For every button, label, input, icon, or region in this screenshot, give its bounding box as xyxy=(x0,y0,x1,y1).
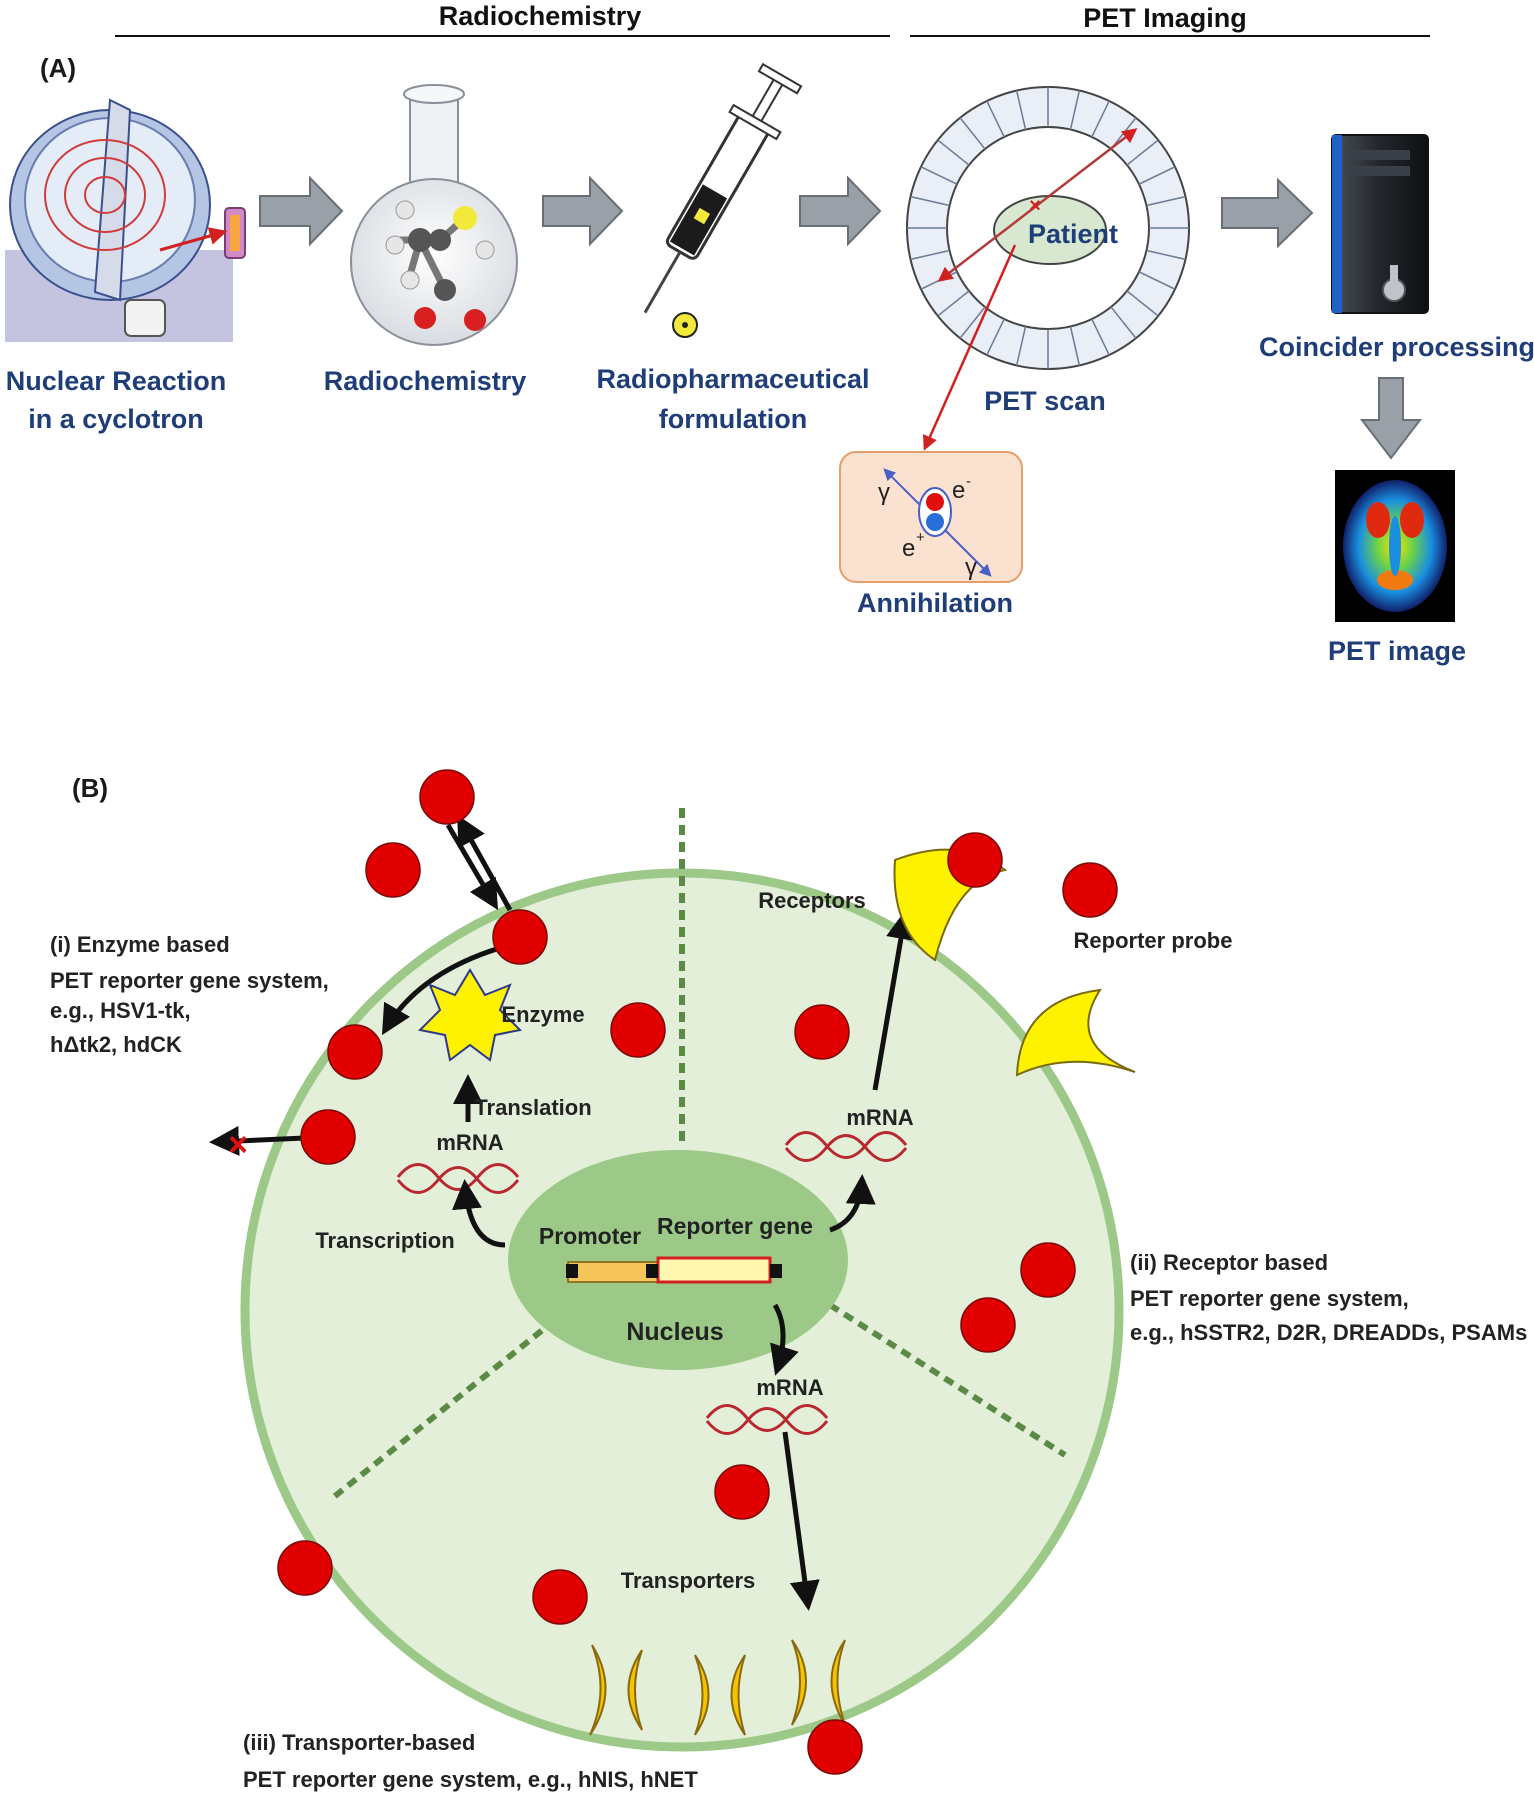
coincider-processing-label: Coincider processing xyxy=(1259,332,1534,362)
mrna-label-receptor: mRNA xyxy=(846,1105,913,1130)
flow-arrow-3 xyxy=(799,175,882,247)
detector-segment-divider xyxy=(1146,195,1186,207)
blocked-efflux-x: × xyxy=(228,1126,248,1164)
transcription-label: Transcription xyxy=(315,1228,454,1253)
step-radiochemistry-label: Radiochemistry xyxy=(324,366,527,396)
syringe-illustration xyxy=(643,62,803,314)
positron-label: e xyxy=(902,535,915,562)
gamma-label-2: γ xyxy=(965,554,977,581)
transporter-system-line2: PET reporter gene system, e.g., hNIS, hN… xyxy=(243,1767,698,1792)
header-radiochemistry: Radiochemistry xyxy=(439,1,642,31)
translation-label: Translation xyxy=(474,1095,591,1120)
patient-label: Patient xyxy=(1028,219,1118,249)
detector-segment-divider xyxy=(1146,249,1186,261)
detector-segment-divider xyxy=(1138,271,1176,290)
enzyme-system-line3: e.g., HSV1-tk, xyxy=(50,998,191,1023)
detector-segment-divider xyxy=(1138,166,1176,185)
positron-dot xyxy=(926,513,944,531)
flow-arrow-2 xyxy=(542,175,624,247)
reporter-probes xyxy=(277,769,1118,1775)
detector-segment-divider xyxy=(1110,306,1137,339)
receptor-system-line2: PET reporter gene system, xyxy=(1130,1286,1409,1311)
detector-segment-divider xyxy=(1126,290,1159,317)
step-cyclotron-label-line2: in a cyclotron xyxy=(28,404,204,434)
computer-tower-illustration xyxy=(1331,134,1429,314)
cyclotron-illustration xyxy=(5,98,246,342)
reporter-gene-label: Reporter gene xyxy=(657,1213,813,1239)
detector-segment-divider xyxy=(986,318,1005,356)
transporters-label: Transporters xyxy=(621,1568,756,1593)
detector-segment-divider xyxy=(1015,326,1027,366)
enzyme-system-title: (i) Enzyme based xyxy=(50,932,230,957)
mrna-label-transporter: mRNA xyxy=(756,1375,823,1400)
enzyme-label: Enzyme xyxy=(501,1002,584,1027)
flow-arrow-1 xyxy=(259,175,344,247)
flow-arrow-4 xyxy=(1221,177,1314,249)
step-cyclotron-label-line1: Nuclear Reaction xyxy=(6,366,227,396)
electron-dot xyxy=(926,493,944,511)
nucleus-label: Nucleus xyxy=(626,1318,723,1346)
step-formulation-label-line1: Radiopharmaceutical xyxy=(596,364,869,394)
enzyme-system-line2: PET reporter gene system, xyxy=(50,968,329,993)
transporter-system-title: (iii) Transporter-based xyxy=(243,1730,475,1755)
annihilation-label: Annihilation xyxy=(857,588,1013,618)
pet-scan-label: PET scan xyxy=(984,386,1106,416)
flow-arrow-down xyxy=(1359,377,1423,460)
process-arrows xyxy=(209,814,916,1611)
pet-brain-image xyxy=(1335,470,1455,622)
receptor-cup-free xyxy=(1015,988,1136,1077)
cell-dividers xyxy=(328,808,1067,1503)
positron-sup: + xyxy=(916,529,925,546)
mrna-label-enzyme: mRNA xyxy=(436,1130,503,1155)
detector-segment-divider xyxy=(937,290,970,317)
svg-text:×: × xyxy=(1029,195,1041,217)
receptors-label: Receptors xyxy=(758,888,866,913)
detector-segment-divider xyxy=(1015,90,1027,130)
electron-sup: - xyxy=(966,473,971,490)
header-pet-imaging: PET Imaging xyxy=(1083,3,1247,33)
electron-label: e xyxy=(952,477,965,504)
annihilation-pointer xyxy=(923,244,1017,451)
pet-scanner-ring: × xyxy=(906,86,1190,370)
receptor-system-title: (ii) Receptor based xyxy=(1130,1250,1328,1275)
pet-image-label: PET image xyxy=(1328,636,1466,666)
promoter-label: Promoter xyxy=(539,1223,641,1249)
enzyme-star-icon xyxy=(417,968,523,1062)
gamma-label-1: γ xyxy=(878,479,890,506)
step-formulation-label-line2: formulation xyxy=(659,404,808,434)
panel-b-label: (B) xyxy=(72,773,108,803)
reporter-probe-label: Reporter probe xyxy=(1074,928,1233,953)
detector-segment-divider xyxy=(1069,326,1081,366)
panel-a-label: (A) xyxy=(40,53,76,83)
detector-segment-divider xyxy=(1069,90,1081,130)
receptor-system-line3: e.g., hSSTR2, D2R, DREADDs, PSAMs xyxy=(1130,1320,1527,1345)
reporter-gene-segment xyxy=(656,1256,772,1284)
flask-illustration xyxy=(350,84,518,346)
enzyme-system-line4: hΔtk2, hdCK xyxy=(50,1032,182,1057)
transporters xyxy=(589,1639,846,1736)
detector-segment-divider xyxy=(1091,318,1110,356)
detector-segment-divider xyxy=(959,306,986,339)
